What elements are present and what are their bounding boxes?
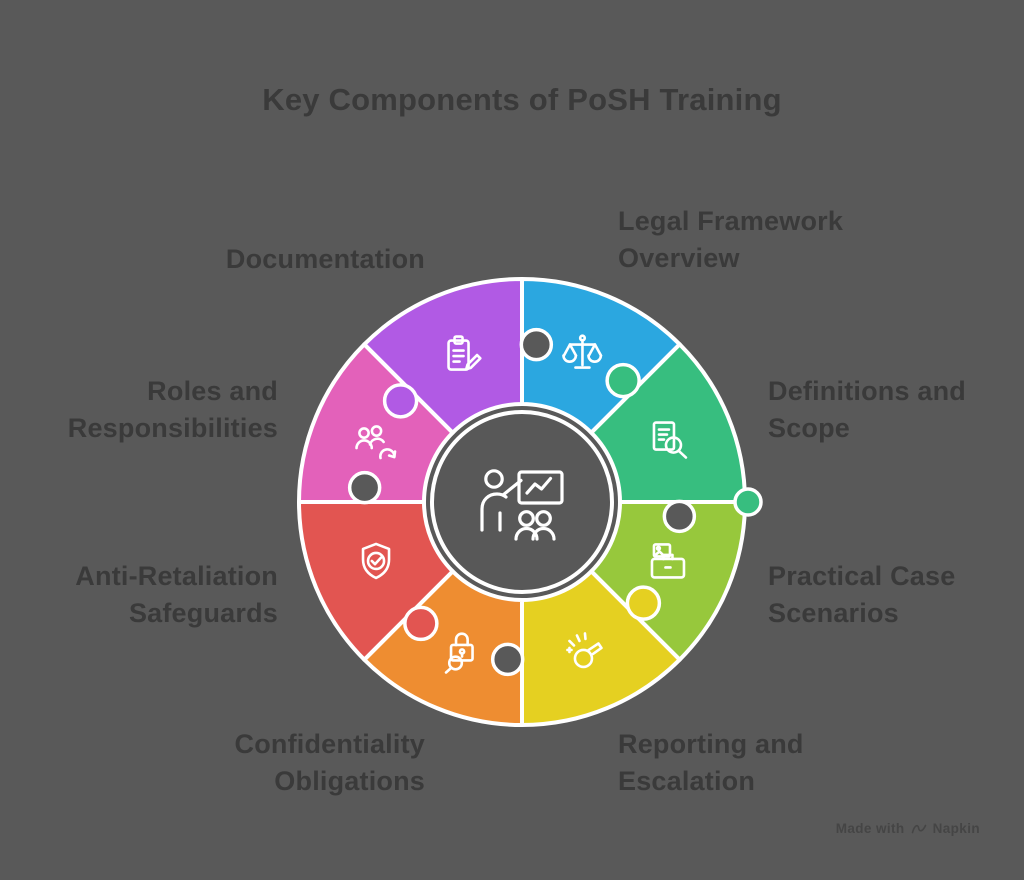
- label-practical-case-scenarios: Practical Case Scenarios: [768, 561, 956, 628]
- puzzle-notch: [347, 470, 382, 505]
- puzzle-notch: [519, 327, 554, 362]
- puzzle-piece-5: [297, 500, 455, 662]
- trainer-presentation-icon: [480, 469, 564, 541]
- people-roles-icon: [355, 425, 397, 460]
- watermark-brand: Napkin: [932, 821, 980, 836]
- puzzle-piece-4: [362, 569, 524, 727]
- label-documentation: Documentation: [225, 244, 425, 274]
- puzzle-outer-tab: [733, 487, 763, 517]
- label-confidentiality-obligations: Confidentiality Obligations: [234, 729, 425, 796]
- puzzle-piece-6: [297, 342, 455, 504]
- puzzle-tab: [382, 383, 419, 419]
- napkin-logo-icon: [911, 824, 926, 833]
- puzzle-tab: [605, 362, 641, 399]
- page-title: Key Components of PoSH Training: [262, 82, 782, 117]
- document-magnifier-icon: [652, 421, 688, 459]
- clipboard-icon: [447, 335, 482, 371]
- lock-magnifier-icon: [444, 632, 474, 674]
- label-legal-framework-overview: Legal Framework Overview: [618, 206, 844, 273]
- watermark: Made with Napkin: [836, 821, 980, 836]
- whistle-icon: [566, 632, 603, 669]
- shield-check-icon: [361, 542, 391, 580]
- puzzle-piece-7: [362, 277, 524, 435]
- puzzle-tab: [403, 605, 439, 642]
- puzzle-notch: [490, 642, 525, 677]
- puzzle-notch: [662, 499, 697, 534]
- briefcase-icon: [650, 543, 686, 579]
- label-roles-and-responsibilities: Roles and Responsibilities: [67, 376, 278, 443]
- scales-icon: [562, 334, 603, 369]
- watermark-text: Made with: [835, 821, 905, 836]
- label-definitions-and-scope: Definitions and Scope: [768, 376, 966, 443]
- puzzle-piece-2: [589, 500, 747, 662]
- puzzle-tab: [625, 585, 662, 621]
- label-reporting-and-escalation: Reporting and Escalation: [618, 729, 804, 796]
- label-anti-retaliation-safeguards: Anti-Retaliation Safeguards: [75, 561, 278, 628]
